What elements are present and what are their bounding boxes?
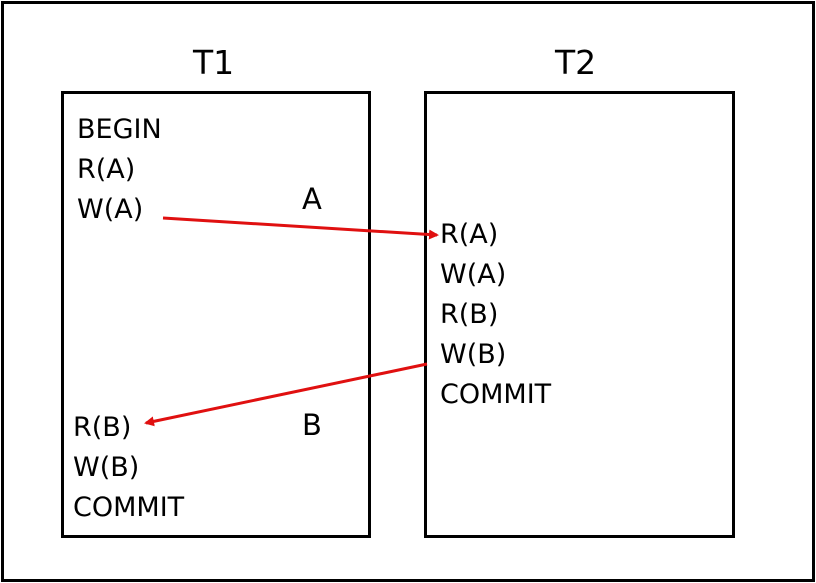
t2-title: T2 [555,43,597,82]
t1-op-begin: BEGIN [77,114,162,145]
t1-op-read-a: R(A) [77,154,136,185]
t1-op-read-b: R(B) [73,412,132,443]
t2-op-commit: COMMIT [440,379,552,410]
t2-op-read-b: R(B) [440,299,499,330]
t2-op-write-a: W(A) [440,259,507,290]
t1-op-write-a: W(A) [77,194,144,225]
t2-transaction-box [424,91,735,538]
t1-op-commit: COMMIT [73,492,185,523]
label-a: A [302,182,322,216]
t1-transaction-box [61,91,371,538]
t1-title: T1 [193,43,235,82]
arrow-a-t1-to-t2 [162,216,439,240]
label-b: B [302,408,322,442]
t1-op-write-b: W(B) [73,452,140,483]
t2-op-read-a: R(A) [440,219,499,250]
t2-op-write-b: W(B) [440,339,507,370]
arrow-b-t2-to-t1 [144,362,428,427]
